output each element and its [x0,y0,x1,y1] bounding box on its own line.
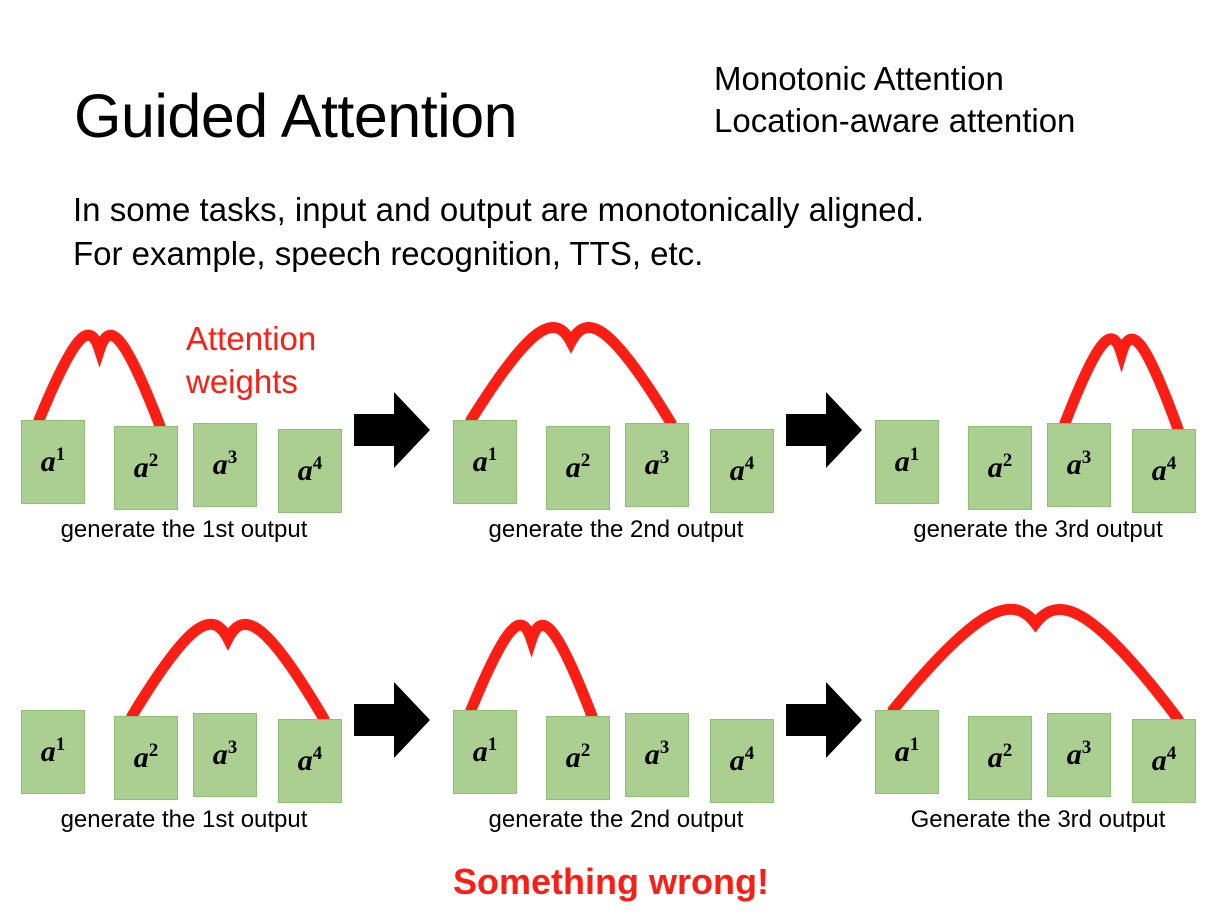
body-text: In some tasks, input and output are mono… [73,188,924,275]
encoder-box-label: a1 [472,734,498,768]
encoder-box: a3 [1047,713,1111,797]
group-caption: generate the 1st output [60,806,308,833]
attention-group: a1 a2 a3 a4 generate the 1st output [14,300,354,555]
encoder-box-label: a1 [472,444,498,478]
encoder-box-label: a3 [1066,737,1092,771]
encoder-box: a3 [1047,423,1111,507]
encoder-box: a1 [21,420,85,504]
body-text-line: For example, speech recognition, TTS, et… [73,234,704,272]
attention-group: a1 a2 a3 a4 generate the 1st output [14,590,354,845]
group-caption: generate the 3rd output [913,516,1163,543]
attention-group: a1 a2 a3 a4 Generate the 3rd output [868,590,1208,845]
encoder-box-row: a1 a2 a3 a4 [868,418,1208,513]
encoder-box: a1 [453,710,517,794]
encoder-box: a2 [968,716,1032,800]
encoder-box-label: a2 [987,740,1013,774]
encoder-box-row: a1 a2 a3 a4 [14,418,354,513]
right-arrow-icon [786,682,862,758]
right-arrow-icon [786,392,862,468]
encoder-box-label: a2 [133,740,159,774]
attention-arc [1059,333,1184,435]
encoder-box-row: a1 a2 a3 a4 [446,418,786,513]
encoder-box: a2 [546,716,610,800]
group-caption: generate the 1st output [60,516,308,543]
encoder-box: a2 [968,426,1032,510]
encoder-box: a4 [278,429,342,513]
attention-weights-line: weights [186,362,298,400]
attention-group: a1 a2 a3 a4 generate the 2nd output [446,590,786,845]
encoder-box-label: a1 [40,734,66,768]
diagram-row-non-monotonic: a1 a2 a3 a4 generate the 1st output a1 a… [0,590,1222,850]
encoder-box: a3 [193,423,257,507]
encoder-box: a3 [193,713,257,797]
encoder-box-label: a4 [1151,743,1177,777]
attention-arc [33,329,166,432]
encoder-box-label: a4 [297,453,323,487]
attention-arc [465,322,677,429]
encoder-box: a3 [625,423,689,507]
encoder-box-label: a2 [133,450,159,484]
encoder-box-label: a4 [729,743,755,777]
attention-arc [887,603,1184,725]
encoder-box-label: a4 [729,453,755,487]
attention-group: a1 a2 a3 a4 generate the 3rd output [868,300,1208,555]
encoder-box-row: a1 a2 a3 a4 [446,708,786,803]
group-caption: generate the 2nd output [488,516,744,543]
attention-group: a1 a2 a3 a4 generate the 2nd output [446,300,786,555]
encoder-box-label: a3 [644,737,670,771]
encoder-box-label: a3 [212,737,238,771]
encoder-box-label: a4 [1151,453,1177,487]
attention-arc [465,619,598,722]
attention-weights-line: Attention [186,320,317,357]
diagram-row-monotonic: a1 a2 a3 a4 generate the 1st output a1 a… [0,300,1222,560]
header-note-line: Location-aware attention [714,102,1076,140]
encoder-box: a1 [875,420,939,504]
encoder-box-label: a1 [894,444,920,478]
encoder-box-label: a4 [297,743,323,777]
encoder-box: a1 [875,710,939,794]
encoder-box-label: a3 [644,447,670,481]
attention-arc [126,618,330,725]
encoder-box: a3 [625,713,689,797]
right-arrow-icon [354,392,430,468]
encoder-box: a2 [546,426,610,510]
encoder-box-label: a2 [565,740,591,774]
body-text-line: In some tasks, input and output are mono… [73,191,925,228]
encoder-box: a4 [710,429,774,513]
encoder-box-label: a2 [565,450,591,484]
group-caption: Generate the 3rd output [910,806,1166,833]
encoder-box-label: a3 [212,447,238,481]
encoder-box-label: a1 [40,444,66,478]
warning-text: Something wrong! [453,861,769,902]
header-notes: Monotonic Attention Location-aware atten… [714,58,1075,142]
encoder-box-label: a2 [987,450,1013,484]
encoder-box-label: a3 [1066,447,1092,481]
page-title: Guided Attention [74,82,518,150]
encoder-box: a4 [278,719,342,803]
encoder-box-row: a1 a2 a3 a4 [14,708,354,803]
attention-weights-label: Attention weights [186,318,316,404]
encoder-box: a4 [1132,429,1196,513]
encoder-box: a2 [114,426,178,510]
encoder-box: a4 [710,719,774,803]
encoder-box: a2 [114,716,178,800]
right-arrow-icon [354,682,430,758]
encoder-box: a4 [1132,719,1196,803]
group-caption: generate the 2nd output [488,806,744,833]
header-note-line: Monotonic Attention [714,60,1004,97]
encoder-box: a1 [453,420,517,504]
encoder-box: a1 [21,710,85,794]
encoder-box-label: a1 [894,734,920,768]
encoder-box-row: a1 a2 a3 a4 [868,708,1208,803]
